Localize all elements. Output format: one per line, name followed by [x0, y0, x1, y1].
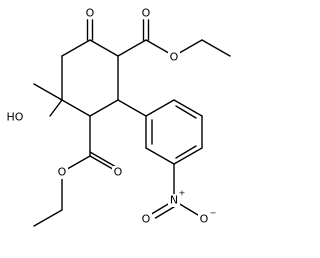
- cyclohexane-ring: [61, 39, 119, 117]
- chemical-structure-diagram: O O O HO O O N + O O −: [4, 6, 231, 227]
- lower-ester-carbonyl-oxygen-label: O: [114, 166, 123, 179]
- upper-ester-carbonyl-oxygen-label: O: [142, 7, 151, 20]
- atom-labels: O O O HO O O N + O O −: [4, 6, 216, 226]
- upper-ester-ether-oxygen-label: O: [170, 51, 179, 64]
- nitro-nitrogen-label: N: [170, 194, 178, 207]
- hydroxyl-label: HO: [7, 111, 24, 124]
- nitro-group: [150, 163, 199, 219]
- nitro-oxygen-charge: −: [210, 209, 217, 218]
- nitro-nitrogen-charge: +: [179, 189, 186, 198]
- benzene-ring: [145, 99, 203, 165]
- aryl-link: [117, 99, 147, 117]
- ketone-oxygen-label: O: [86, 7, 95, 20]
- upper-ester-group: [117, 19, 231, 57]
- lower-ester-ether-oxygen-label: O: [58, 166, 67, 179]
- methyl-and-hydroxyl: [33, 83, 63, 117]
- nitro-single-oxygen-label: O: [200, 213, 209, 226]
- ketone-group: [86, 19, 94, 41]
- lower-ester-group: [33, 115, 119, 227]
- nitro-double-oxygen-label: O: [142, 213, 151, 226]
